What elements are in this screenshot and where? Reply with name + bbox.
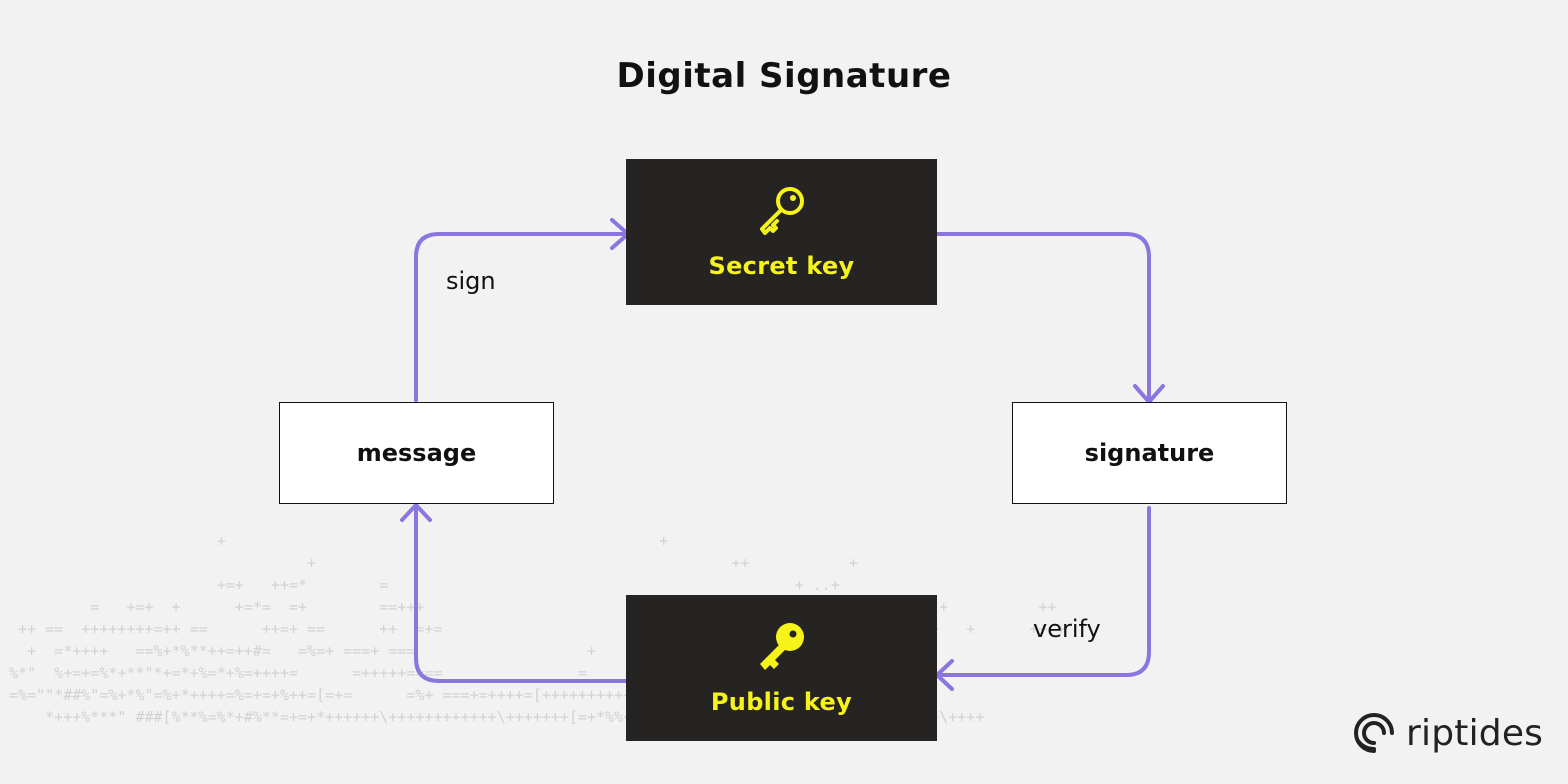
brand-name: riptides <box>1406 712 1544 754</box>
public-key-label: Public key <box>710 688 853 716</box>
secret-key-node: Secret key <box>626 159 937 305</box>
public-key-node: Public key <box>626 595 937 741</box>
key-filled-icon <box>759 623 804 670</box>
public-to-message-arrow <box>414 504 628 683</box>
key-outline-icon <box>759 187 804 235</box>
message-label: message <box>356 439 477 467</box>
secret-to-signature-arrow <box>935 232 1151 402</box>
public-to-message-arrowhead <box>400 503 432 522</box>
brand-logo: riptides <box>1352 710 1543 756</box>
secret-key-label: Secret key <box>708 252 855 280</box>
verify-arrowhead <box>935 659 954 691</box>
riptides-logo-icon <box>1354 713 1394 753</box>
verify-arrow <box>936 506 1151 677</box>
signature-node: signature <box>1012 402 1287 504</box>
verify-edge-label: verify <box>1033 615 1101 643</box>
message-node: message <box>279 402 554 504</box>
signature-label: signature <box>1084 439 1215 467</box>
sign-edge-label: sign <box>446 267 496 295</box>
diagram-title: Digital Signature <box>616 56 952 96</box>
sign-arrow <box>414 232 628 402</box>
